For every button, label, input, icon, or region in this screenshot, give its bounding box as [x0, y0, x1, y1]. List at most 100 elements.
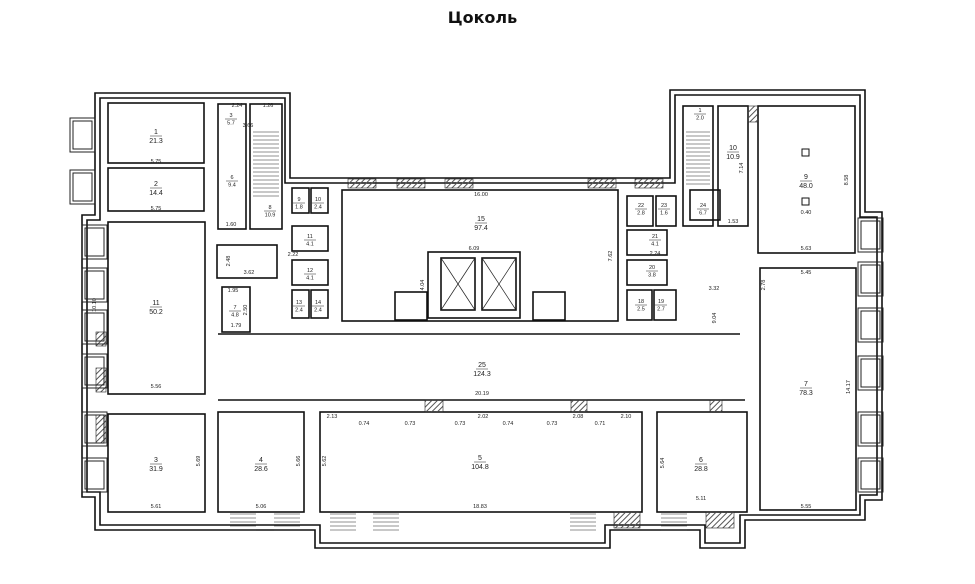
dimension-label: 1.26 [263, 103, 274, 109]
room-label-rJ: 132.4 [293, 300, 305, 314]
room-area: 50.2 [149, 309, 163, 316]
room-number: 19 [658, 299, 664, 305]
dimension-label: 10.10 [92, 298, 98, 312]
room-area: 104.8 [471, 464, 489, 471]
dimension-label: 8.58 [844, 175, 850, 186]
room-number: 14 [315, 300, 321, 306]
room-label-rO: 203.8 [646, 265, 658, 279]
room-number: 7 [233, 305, 236, 311]
room-number: 9 [804, 174, 808, 181]
room-area: 6.7 [699, 211, 707, 217]
room-label-rB: 69.4 [226, 175, 238, 189]
dimension-label: 5.75 [151, 206, 162, 212]
windows [69, 117, 884, 493]
room-label-r2: 214.4 [149, 181, 163, 197]
dimension-label: 5.62 [322, 456, 328, 467]
room-area: 5.7 [227, 121, 235, 127]
room-label-r6: 628.8 [694, 457, 708, 473]
dimension-label: 0.74 [503, 421, 514, 427]
dimension-label: 2.13 [327, 414, 338, 420]
dimension-label: 5.45 [801, 270, 812, 276]
room-label-rF: 91.8 [293, 197, 305, 211]
room-number: 5 [478, 455, 482, 462]
room-area: 124.3 [473, 371, 491, 378]
dimension-label: 2.10 [621, 414, 632, 420]
room-area: 2.8 [637, 211, 645, 217]
room-label-rM: 231.6 [658, 203, 670, 217]
room-area: 97.4 [474, 225, 488, 232]
room-number: 25 [478, 362, 486, 369]
dimension-label: 2.24 [650, 251, 661, 257]
dimension-label: 5.11 [696, 496, 706, 502]
room-number: 18 [638, 299, 644, 305]
room-area: 1.8 [295, 205, 303, 211]
room-area: 4.1 [651, 242, 659, 248]
room-number: 2 [154, 181, 158, 188]
room-number: 13 [296, 300, 302, 306]
room-label-r9: 948.0 [799, 174, 813, 190]
room-number: 10 [729, 145, 737, 152]
dimension-label: 2.08 [573, 414, 584, 420]
room-area: 10.9 [726, 154, 740, 161]
room-area: 48.0 [799, 183, 813, 190]
room-label-rN: 214.1 [649, 234, 661, 248]
room-label-r10: 10 10.9 [726, 145, 740, 161]
dimension-label: 2.78 [761, 280, 767, 291]
dimension-label: 0.71 [595, 421, 606, 427]
room-label-r5: 5 104.8 [471, 455, 489, 471]
room-area: 2.7 [657, 307, 665, 313]
room-area: 2.0 [696, 116, 704, 122]
room-area: 31.9 [149, 466, 163, 473]
dimension-label: 16.00 [474, 192, 488, 198]
dimension-label: 2.02 [478, 414, 489, 420]
room-number: 1 [698, 108, 701, 114]
page-title: Цоколь [447, 8, 518, 27]
room-number: 11 [152, 300, 159, 307]
room-label-r1: 121.3 [149, 129, 163, 145]
room-number: 9 [297, 197, 300, 203]
room-label-rI: 124.1 [304, 268, 316, 282]
room-label-r25: 25 124.3 [473, 362, 491, 378]
room-area: 4.8 [231, 313, 239, 319]
room-area: 4.1 [306, 276, 314, 282]
dimension-label: 14.17 [846, 380, 852, 394]
room-area: 28.8 [694, 466, 708, 473]
dimension-label: 2.24 [232, 103, 243, 109]
dimension-label: 5.63 [801, 246, 812, 252]
room-number: 23 [661, 203, 667, 209]
dimension-label: 7.14 [739, 163, 745, 174]
room-label-rG: 102.4 [312, 197, 324, 211]
room-labels: 121.3214.4331.9428.65104.8628.8778.3948.… [149, 108, 813, 473]
room-number: 7 [804, 381, 808, 388]
room-label-rC: 810.9 [264, 205, 276, 219]
room-label-rK: 142.4 [312, 300, 324, 314]
room-label-rH: 114.1 [304, 234, 316, 248]
elevator-icon [440, 257, 517, 311]
dimension-label: 4.04 [420, 280, 426, 291]
room-number: 21 [652, 234, 658, 240]
room-number: 6 [230, 175, 233, 181]
room-area: 9.4 [228, 183, 236, 189]
room-number: 1 [154, 129, 158, 136]
interior-walls [107, 102, 857, 513]
dimension-label: 18.83 [473, 504, 487, 510]
room-number: 20 [649, 265, 655, 271]
room-label-r11: 11 50.2 [149, 300, 163, 316]
column-icon [801, 148, 810, 206]
dimension-label: 5.56 [151, 384, 162, 390]
room-number: 3 [229, 113, 232, 119]
room-number: 6 [699, 457, 703, 464]
dimension-label: 0.40 [801, 210, 812, 216]
room-area: 10.9 [265, 213, 276, 219]
room-label-r4: 428.6 [254, 457, 268, 473]
dimension-label: 7.62 [608, 251, 614, 262]
room-area: 4.1 [306, 242, 314, 248]
dimension-label: 1.95 [228, 288, 239, 294]
room-number: 11 [307, 234, 313, 240]
dimension-label: 0.74 [359, 421, 370, 427]
room-label-rP: 182.5 [635, 299, 647, 313]
room-area: 2.4 [314, 308, 322, 314]
dimension-label: 2.50 [243, 305, 249, 316]
